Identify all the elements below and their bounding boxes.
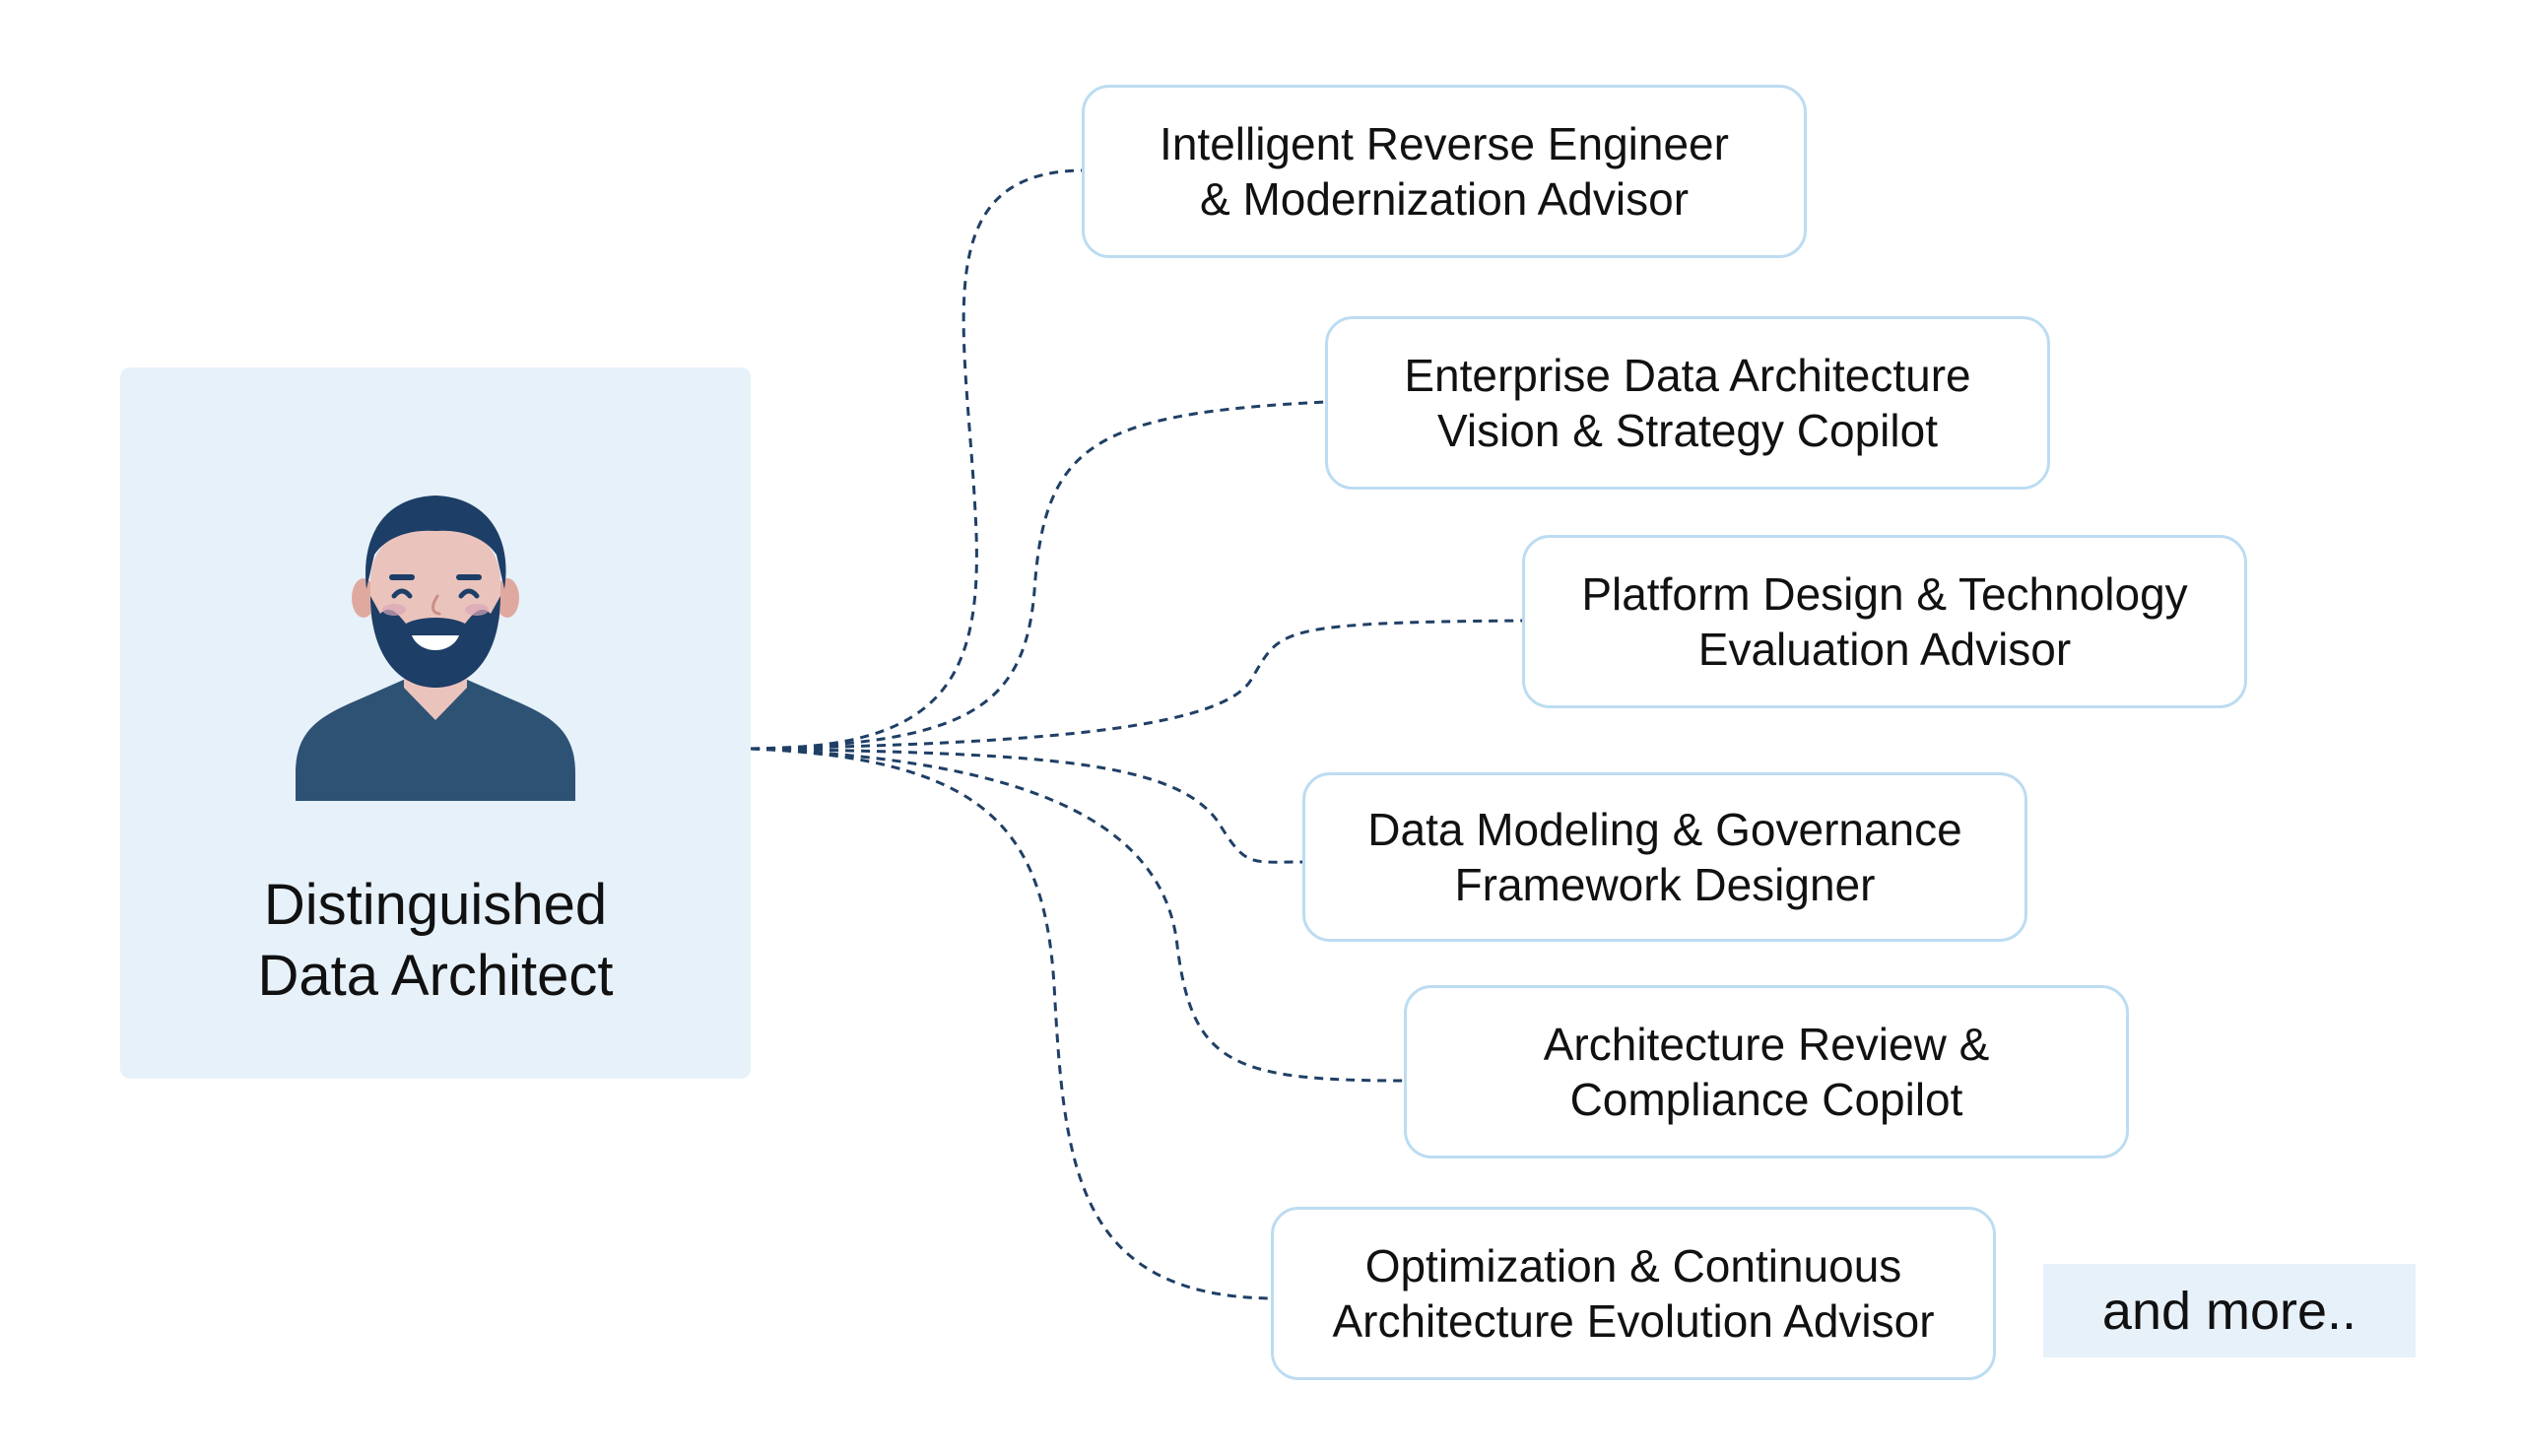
connector-3 (750, 619, 1523, 751)
capability-box-platform-design: Platform Design & Technology Evaluation … (1522, 535, 2247, 708)
capability-label-line2: & Modernization Advisor (1199, 173, 1690, 225)
capability-box-data-modeling: Data Modeling & Governance Framework Des… (1302, 772, 2027, 942)
capability-label-line1: Intelligent Reverse Engineer (1160, 118, 1729, 169)
capability-label-line1: Platform Design & Technology (1581, 568, 2188, 620)
capability-box-architecture-review: Architecture Review & Compliance Copilot (1404, 985, 2129, 1158)
connector-2 (750, 400, 1326, 751)
and-more-badge: and more.. (2043, 1264, 2416, 1357)
persona-title-line2: Data Architect (257, 944, 614, 1008)
capability-box-optimization: Optimization & Continuous Architecture E… (1271, 1207, 1996, 1380)
persona-card: Distinguished Data Architect (120, 367, 751, 1079)
capability-label-line1: Architecture Review & (1543, 1019, 1990, 1070)
connector-1 (750, 168, 1083, 751)
capability-label-line2: Vision & Strategy Copilot (1437, 405, 1938, 456)
capability-label-line1: Data Modeling & Governance (1367, 804, 1962, 855)
connector-6 (750, 747, 1272, 1300)
capability-label-line1: Optimization & Continuous (1364, 1240, 1902, 1291)
persona-title: Distinguished Data Architect (120, 870, 751, 1012)
capability-label-line2: Compliance Copilot (1569, 1074, 1963, 1125)
bearded-man-avatar-icon (296, 496, 575, 801)
persona-title-line1: Distinguished (263, 873, 608, 937)
capability-box-reverse-engineer: Intelligent Reverse Engineer & Moderniza… (1082, 85, 1807, 258)
capability-label-line2: Framework Designer (1454, 859, 1876, 910)
capability-box-enterprise-architecture: Enterprise Data Architecture Vision & St… (1325, 316, 2050, 490)
capability-label-line1: Enterprise Data Architecture (1404, 350, 1971, 401)
capability-label-line2: Evaluation Advisor (1697, 624, 2072, 675)
connector-4 (750, 747, 1303, 864)
capability-label-line2: Architecture Evolution Advisor (1332, 1295, 1935, 1347)
